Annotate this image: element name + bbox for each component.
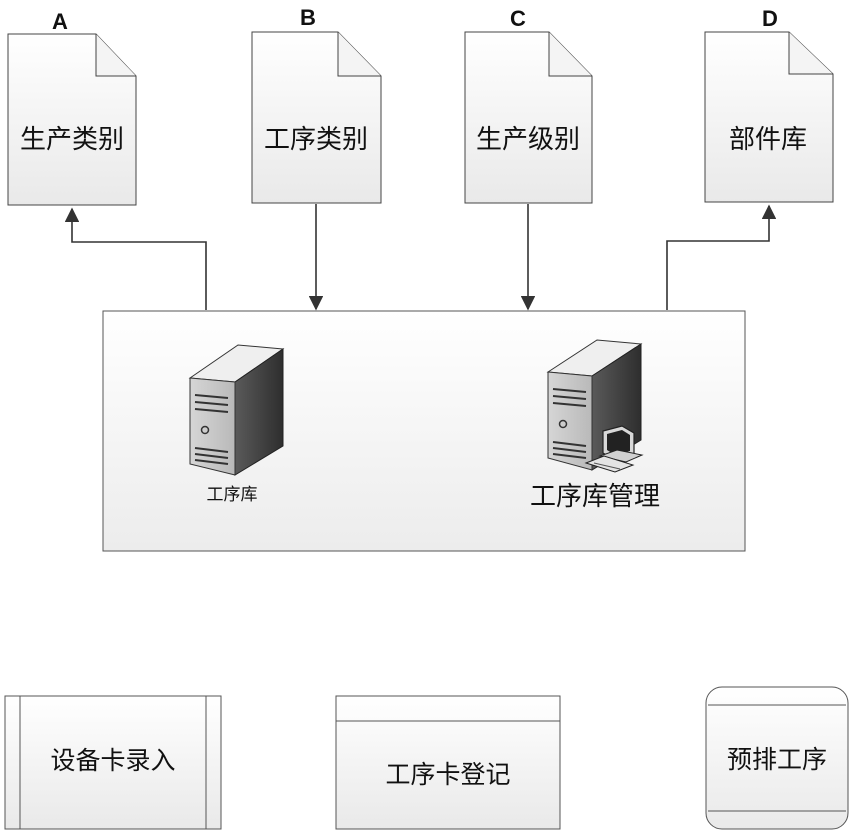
terminal-label: 预排工序 [727, 745, 827, 774]
connector-panel-to-d [666, 204, 777, 310]
document-a: A 生产类别 [7, 9, 137, 206]
predefined-process-box: 设备卡录入 [4, 695, 222, 830]
connector-panel-to-a [64, 207, 207, 310]
predefined-process-label: 设备卡录入 [50, 746, 175, 775]
document-d: D 部件库 [704, 6, 834, 203]
doc-label-d: 部件库 [729, 125, 807, 155]
document-c: C 生产级别 [464, 6, 593, 204]
doc-letter-a: A [52, 9, 68, 34]
document-b: B 工序类别 [251, 5, 382, 204]
internal-storage-label: 工序卡登记 [385, 760, 510, 789]
management-server-label: 工序库管理 [530, 482, 660, 512]
doc-label-c: 生产级别 [476, 125, 580, 155]
database-server-icon [188, 344, 285, 476]
workstation-icon [584, 425, 644, 473]
doc-label-a: 生产类别 [20, 125, 124, 155]
internal-storage-box: 工序卡登记 [335, 695, 561, 830]
doc-letter-d: D [762, 6, 778, 31]
doc-letter-b: B [300, 5, 316, 30]
doc-letter-c: C [510, 6, 526, 31]
doc-label-b: 工序类别 [264, 125, 368, 155]
database-server-label: 工序库 [207, 485, 258, 505]
terminal-box: 预排工序 [705, 686, 849, 830]
